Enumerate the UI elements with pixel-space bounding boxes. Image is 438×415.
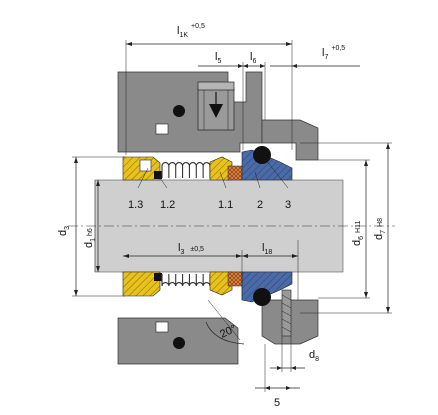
housing-o-ring-top xyxy=(173,105,185,117)
part-label-3: 3 xyxy=(285,199,291,211)
label-l3: l3±0,5 xyxy=(178,242,204,256)
spring xyxy=(161,162,211,178)
spring xyxy=(161,274,211,287)
label-l6: l6 xyxy=(250,51,256,65)
part-label-1-3: 1.3 xyxy=(128,199,143,211)
seal-upper xyxy=(122,146,293,181)
part-numbers: 1.3 1.2 1.1 2 3 xyxy=(128,199,291,211)
part-label-1-1: 1.1 xyxy=(218,199,233,211)
label-l5: l5 xyxy=(215,51,221,65)
label-l7: l7+0,5 xyxy=(322,45,345,61)
down-arrow-icon xyxy=(209,92,223,118)
label-dim5: 5 xyxy=(274,397,280,409)
part-leaders xyxy=(137,159,289,189)
label-l18: l18 xyxy=(262,242,272,256)
part-label-2: 2 xyxy=(257,199,263,211)
flush-port xyxy=(197,81,235,131)
dimension-labels: l1K+0,5 l5 l6 l7+0,5 l3±0,5 l18 d3 d1h6 … xyxy=(57,23,387,409)
label-l1k: l1K+0,5 xyxy=(177,23,205,39)
seal-lower xyxy=(122,271,293,337)
label-d8: d8 xyxy=(309,349,319,363)
housing-o-ring-bottom xyxy=(173,337,185,349)
label-d6: d6H11 xyxy=(351,221,365,246)
housing-upper xyxy=(117,71,263,153)
dimension-lines xyxy=(72,40,392,392)
housing-upper-right xyxy=(261,119,319,161)
label-d7: d7H8 xyxy=(373,218,387,240)
label-d3: d3 xyxy=(57,226,71,236)
part-label-1-2: 1.2 xyxy=(160,199,175,211)
label-d1: d1h6 xyxy=(83,228,97,248)
